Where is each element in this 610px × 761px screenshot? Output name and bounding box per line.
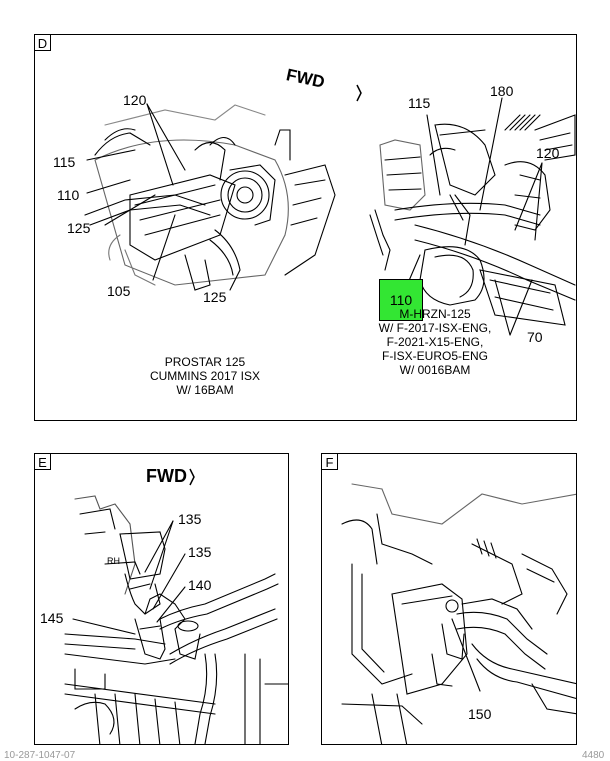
callout-115-left: 115 xyxy=(53,154,76,170)
caption-line: CUMMINS 2017 ISX xyxy=(149,369,261,383)
callout-140: 140 xyxy=(188,577,212,593)
callout-135-a: 135 xyxy=(178,511,202,527)
callout-105-left: 105 xyxy=(107,283,131,299)
callout-120-right: 120 xyxy=(536,145,560,161)
panel-d: D xyxy=(34,34,577,421)
callout-120-left: 120 xyxy=(123,92,147,108)
fwd-indicator: FWD xyxy=(146,466,187,486)
panel-f-tag: F xyxy=(322,454,338,470)
footer-right: 4480 xyxy=(582,750,605,761)
caption-line: F-ISX-EURO5-ENG xyxy=(381,349,488,363)
caption-line: W/ F-2017-ISX-ENG, xyxy=(378,321,492,335)
callout-110-left: 110 xyxy=(57,187,80,203)
panel-e-illustration xyxy=(64,468,288,744)
callout-70-right: 70 xyxy=(527,329,543,345)
panel-d-illustration xyxy=(84,84,576,336)
caption-line: W/ 16BAM xyxy=(176,383,234,397)
callout-150: 150 xyxy=(468,706,492,722)
panel-e-tag: E xyxy=(35,454,51,470)
caption-line: F-2021-X15-ENG, xyxy=(386,335,484,349)
callout-135-b: 135 xyxy=(188,544,212,560)
caption-right: M-HRZN-125 W/ F-2017-ISX-ENG, F-2021-X15… xyxy=(375,307,495,377)
callout-115-right: 115 xyxy=(408,95,431,111)
caption-line: M-HRZN-125 xyxy=(399,307,471,321)
callout-125-left-b: 125 xyxy=(203,289,227,305)
caption-line: PROSTAR 125 xyxy=(164,355,246,369)
panel-e: E xyxy=(34,453,289,745)
sticker-rh: RH xyxy=(107,556,120,566)
panel-d-tag: D xyxy=(35,35,51,51)
panel-f-illustration xyxy=(341,483,576,744)
panel-f: F 150 xyxy=(321,453,577,745)
callout-180-right: 180 xyxy=(490,83,514,99)
caption-left: PROSTAR 125 CUMMINS 2017 ISX W/ 16BAM xyxy=(130,355,280,397)
caption-line: W/ 0016BAM xyxy=(399,363,471,377)
callout-125-left-a: 125 xyxy=(67,220,91,236)
footer-left: 10-287-1047-07 xyxy=(4,750,76,761)
callout-110-highlight: 110 xyxy=(379,279,423,321)
callout-145: 145 xyxy=(40,610,64,626)
